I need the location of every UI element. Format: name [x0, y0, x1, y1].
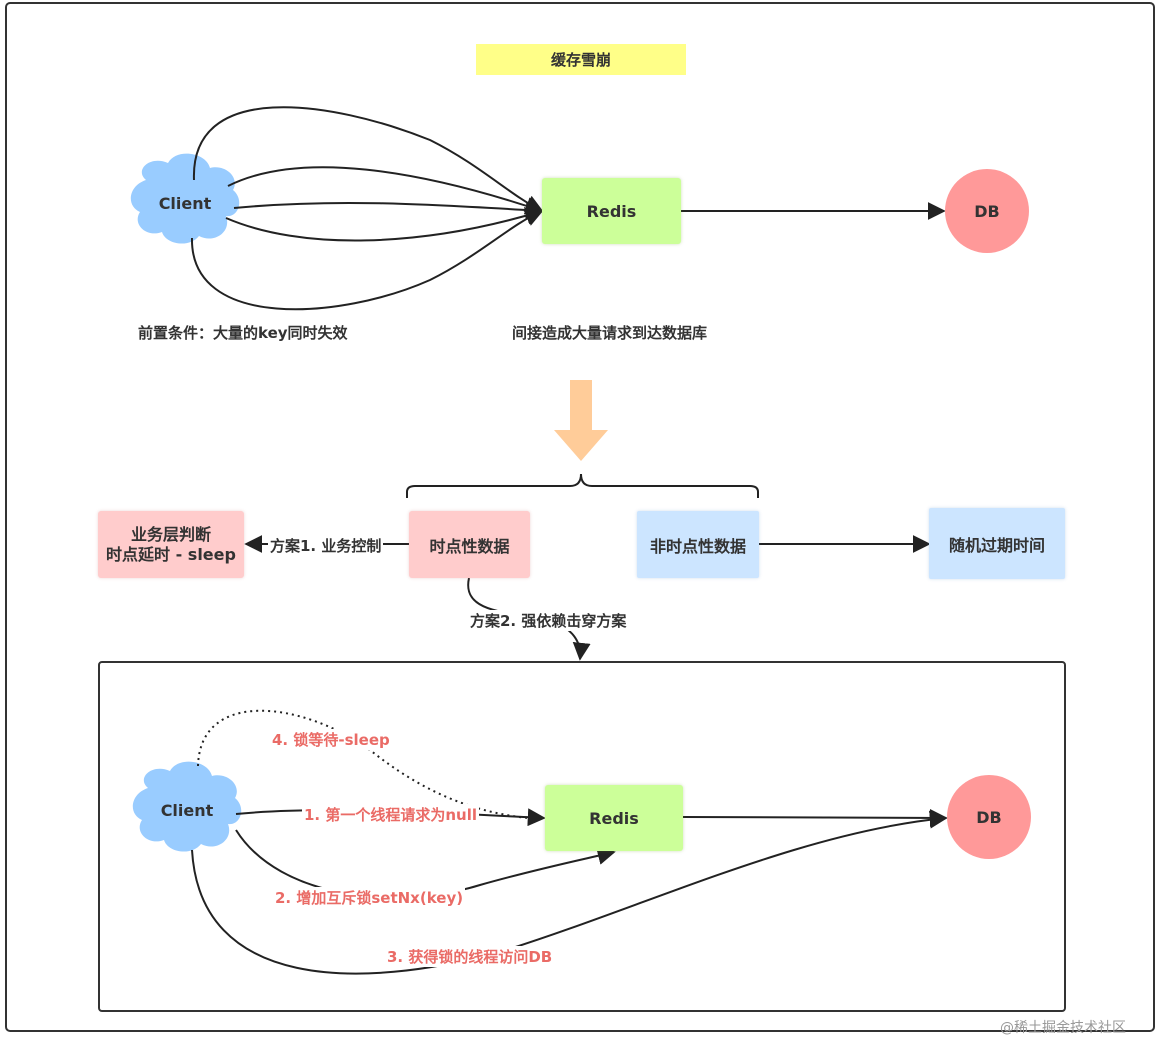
redis-db-arrow-bottom — [682, 808, 948, 827]
step2-label: 2. 增加互斥锁setNx(key) — [273, 887, 466, 908]
client-cloud-bottom — [132, 761, 242, 852]
redis-node-top: Redis — [542, 178, 681, 244]
step1-label: 1. 第一个线程请求为null — [302, 804, 479, 825]
random-expire-box: 随机过期时间 — [929, 508, 1065, 579]
plan2-label: 方案2. 强依赖击穿方案 — [468, 610, 629, 631]
precondition-text: 前置条件：大量的key同时失效 — [138, 324, 348, 342]
step3-label: 3. 获得锁的线程访问DB — [385, 946, 555, 967]
non-time-data-box: 非时点性数据 — [637, 511, 759, 578]
client-label-top: Client — [158, 193, 212, 213]
time-data-label: 时点性数据 — [429, 536, 510, 556]
random-expire-label: 随机过期时间 — [948, 535, 1045, 555]
db-node-bottom: DB — [947, 775, 1031, 859]
down-arrow — [554, 380, 608, 461]
time-data-box: 时点性数据 — [409, 511, 530, 578]
business-layer-line1: 业务层判断 — [130, 524, 211, 544]
solution-frame — [98, 661, 1066, 1012]
redis-label-top: Redis — [586, 201, 637, 221]
db-label-bottom: DB — [976, 807, 1002, 827]
consequence-text: 间接造成大量请求到达数据库 — [512, 324, 708, 342]
db-node-top: DB — [945, 169, 1029, 253]
client-cloud-top — [130, 153, 240, 244]
client-label-bottom: Client — [160, 800, 214, 820]
business-layer-line2: 时点延时 - sleep — [106, 544, 236, 564]
redis-label-bottom: Redis — [589, 808, 639, 828]
redis-node-bottom: Redis — [545, 785, 683, 851]
db-label-top: DB — [974, 201, 1000, 221]
watermark: @稀土掘金技术社区 — [1000, 1020, 1126, 1036]
client-redis-fan — [190, 106, 544, 311]
step4-label: 4. 锁等待-sleep — [270, 729, 392, 750]
diagram-frame — [5, 2, 1155, 1032]
non-time-data-label: 非时点性数据 — [649, 536, 746, 556]
plan1-label: 方案1. 业务控制 — [268, 535, 384, 556]
business-layer-box: 业务层判断 时点延时 - sleep — [98, 511, 244, 578]
brace — [406, 473, 759, 498]
diagram-title: 缓存雪崩 — [476, 44, 686, 75]
